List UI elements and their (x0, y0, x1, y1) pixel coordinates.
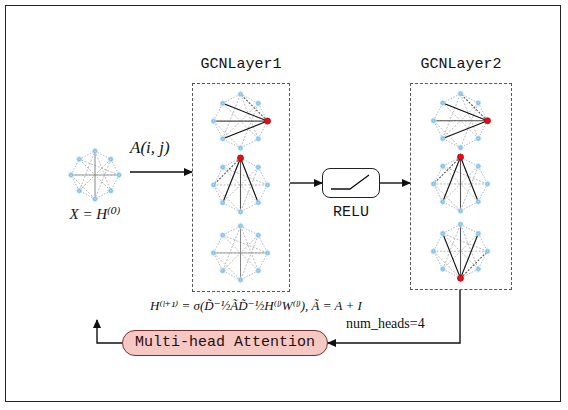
layer-heading: GCNLayer2 (400, 56, 522, 73)
graph-drawing (210, 90, 271, 151)
input-label: X = H⁽⁰⁾ (60, 205, 130, 223)
graph-drawing (430, 154, 491, 215)
graph-illustration (60, 145, 130, 205)
graph-illustration (193, 84, 288, 290)
activation-box: RELU (322, 168, 380, 224)
edge-label: A(i, j) (130, 138, 170, 158)
attention-label: Multi-head Attention (123, 331, 327, 355)
graph-drawing (430, 221, 491, 282)
graph-drawing (210, 222, 271, 283)
activation-label: RELU (312, 204, 390, 221)
connector-arrow (290, 182, 322, 183)
graph-drawing (210, 155, 271, 216)
relu-symbol (323, 169, 378, 196)
edge-label: num_heads=4 (346, 316, 425, 332)
graph-drawing (430, 90, 491, 151)
graph-drawing (67, 147, 122, 202)
formula-note: H⁽ˡ⁺¹⁾ = σ(D̃⁻½ÃD̃⁻½H⁽ˡ⁾W⁽ˡ⁾), Ã = A + I (150, 298, 362, 314)
connector-arrow (130, 171, 192, 172)
connector-arrow (380, 182, 410, 183)
relu-symbol-box (322, 168, 380, 198)
output-arrow (97, 320, 122, 343)
layer-heading: GCNLayer1 (182, 56, 300, 73)
gcn-layer-box: GCNLayer2 (410, 56, 512, 290)
gcn-layer-box: GCNLayer1 (192, 56, 290, 292)
connector-arrow (328, 290, 460, 343)
dashed-layer-frame (410, 83, 512, 290)
dashed-layer-frame (192, 83, 290, 292)
graph-illustration (411, 84, 510, 288)
attention-box: Multi-head Attention (122, 330, 328, 356)
input-graph: X = H⁽⁰⁾ (60, 145, 130, 227)
